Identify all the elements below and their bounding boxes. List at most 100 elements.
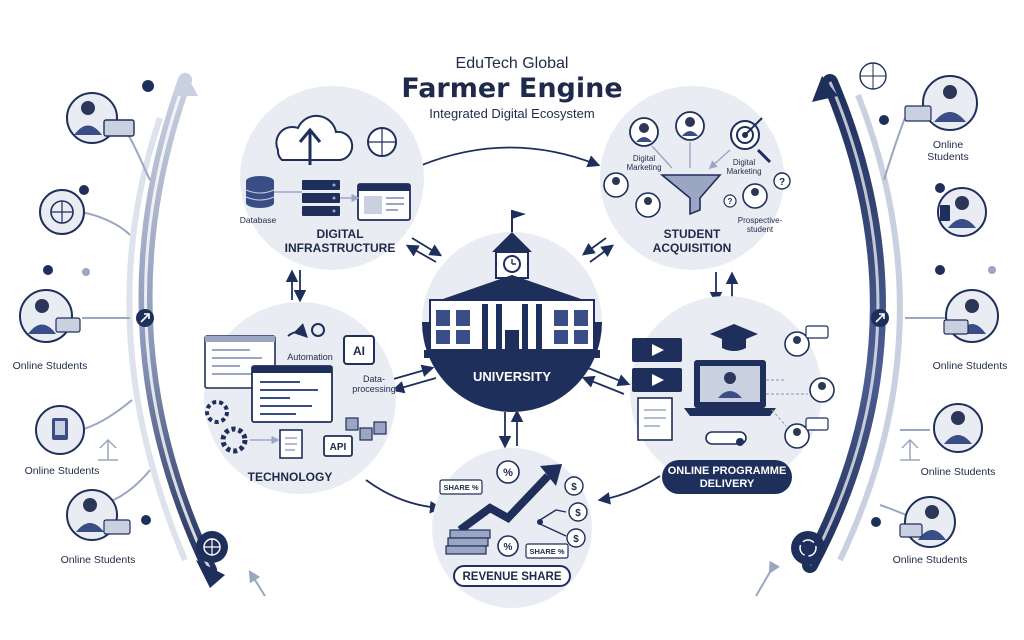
node-university[interactable]: UNIVERSITY: [422, 210, 602, 412]
laptop-icon: [943, 319, 969, 335]
left-student-label-5: Online Students: [61, 554, 136, 566]
location-pin-icon: [935, 265, 945, 275]
ai-chip-icon: AI: [343, 335, 375, 365]
cloud-upload-icon: [275, 114, 354, 161]
right-student-2[interactable]: [935, 183, 987, 237]
share-tag-2: SHARE %: [529, 547, 564, 556]
left-student-2[interactable]: [39, 185, 89, 235]
dm-right-1: Digital: [733, 158, 755, 167]
refresh-icon: [791, 531, 825, 565]
revenue-title-badge: [453, 565, 571, 587]
share-tag-icon: [439, 479, 483, 495]
network-icon: [98, 438, 118, 461]
left-student-flow: [79, 72, 266, 597]
location-pin-icon: [988, 266, 996, 274]
connector-arrows: [285, 146, 739, 514]
dm-left-2: Marketing: [626, 163, 661, 172]
right-student-label-1-line1: Online: [933, 139, 964, 151]
laptop-video-icon: [684, 360, 776, 416]
gear-icon: [205, 400, 229, 424]
dm-left-1: Digital: [633, 154, 655, 163]
left-student-3[interactable]: Online Students: [13, 265, 90, 372]
funnel-icon: [659, 174, 722, 216]
api-icon: [323, 435, 353, 457]
share-tag-icon: [525, 543, 569, 559]
laptop-icon: [103, 519, 131, 535]
prospective-2: student: [747, 225, 774, 234]
org-name: EduTech Global: [456, 55, 569, 72]
diploma-icon: [705, 431, 747, 445]
arc-arrowhead-icon: [812, 76, 838, 102]
phone-icon: [940, 205, 950, 221]
automation-label: Automation: [287, 352, 333, 362]
prospective-1: Prospective-: [738, 216, 783, 225]
right-student-1[interactable]: Online Students: [859, 62, 978, 163]
money-stack-icon: [445, 529, 491, 555]
gear-icon: [311, 323, 325, 337]
left-student-label-4: Online Students: [25, 465, 100, 477]
svg-text:%: %: [504, 542, 513, 553]
left-student-4[interactable]: Online Students: [25, 405, 118, 477]
percent-icon: [496, 460, 520, 484]
right-student-label-3: Online Students: [933, 360, 1008, 372]
dollar-coin-icon: [564, 476, 584, 496]
node-technology[interactable]: Automation AI Data- processing API TECHN…: [204, 302, 396, 494]
share-tag-1: SHARE %: [443, 483, 478, 492]
left-student-label-3: Online Students: [13, 360, 88, 372]
right-student-5[interactable]: Online Students: [871, 496, 968, 566]
right-student-3[interactable]: Online Students: [933, 265, 1008, 372]
network-icon: [900, 438, 920, 461]
node-digital-infrastructure[interactable]: Database DIGITAL INFRASTRUCTURE: [240, 86, 424, 270]
question-icon: [773, 172, 791, 190]
delivery-title-2: DELIVERY: [700, 478, 755, 490]
acquisition-title-2: ACQUISITION: [653, 241, 732, 255]
right-student-label-5: Online Students: [893, 554, 968, 566]
database-icon: [245, 176, 275, 208]
flag-icon: [512, 210, 526, 219]
dm-right-2: Marketing: [726, 167, 761, 176]
database-label: Database: [240, 215, 277, 225]
question-icon: [723, 194, 737, 208]
laptop-icon: [904, 105, 932, 122]
left-student-1[interactable]: [66, 80, 155, 144]
svg-text:$: $: [575, 508, 581, 519]
location-pin-icon: [935, 183, 945, 193]
svg-text:%: %: [503, 467, 513, 479]
infrastructure-title-1: DIGITAL: [316, 227, 363, 241]
right-student-4[interactable]: Online Students: [900, 403, 996, 478]
server-icon: [302, 180, 340, 216]
chat-bubble-icon: [805, 417, 829, 431]
delivery-title-1: ONLINE PROGRAMME: [668, 465, 787, 477]
right-student-label-4: Online Students: [921, 466, 996, 478]
chat-bubble-icon: [805, 325, 829, 339]
left-student-5[interactable]: Online Students: [61, 489, 151, 566]
location-pin-icon: [871, 517, 881, 527]
document-icon: [637, 397, 673, 441]
target-icon: [730, 117, 772, 164]
dollar-coin-icon: [566, 528, 586, 548]
university-label: UNIVERSITY: [473, 369, 551, 384]
svg-text:$: $: [571, 482, 577, 493]
browser-window-icon: [357, 183, 411, 221]
node-revenue-share[interactable]: SHARE % % % $ $ $ SHARE % REVENUE SHARE: [432, 448, 592, 608]
right-student-flow: [755, 74, 945, 597]
location-pin-icon: [82, 268, 90, 276]
laptop-icon: [55, 317, 81, 333]
header: EduTech Global Farmer Engine Integrated …: [401, 55, 622, 121]
location-pin-icon: [79, 185, 89, 195]
node-student-acquisition[interactable]: Digital Marketing Digital Marketing ? ? …: [600, 86, 791, 270]
location-pin-icon: [879, 115, 889, 125]
infrastructure-title-2: INFRASTRUCTURE: [285, 241, 396, 255]
api-label: API: [330, 442, 347, 453]
svg-text:$: $: [573, 534, 579, 545]
node-online-delivery[interactable]: ONLINE PROGRAMME DELIVERY: [630, 296, 835, 494]
location-pin-icon: [141, 515, 151, 525]
acquisition-title-1: STUDENT: [664, 227, 721, 241]
dp-line2: processing: [352, 384, 396, 394]
growth-arrow-icon: [457, 473, 551, 534]
door-icon: [505, 330, 519, 350]
svg-text:?: ?: [779, 177, 785, 188]
dp-line1: Data-: [363, 374, 385, 384]
